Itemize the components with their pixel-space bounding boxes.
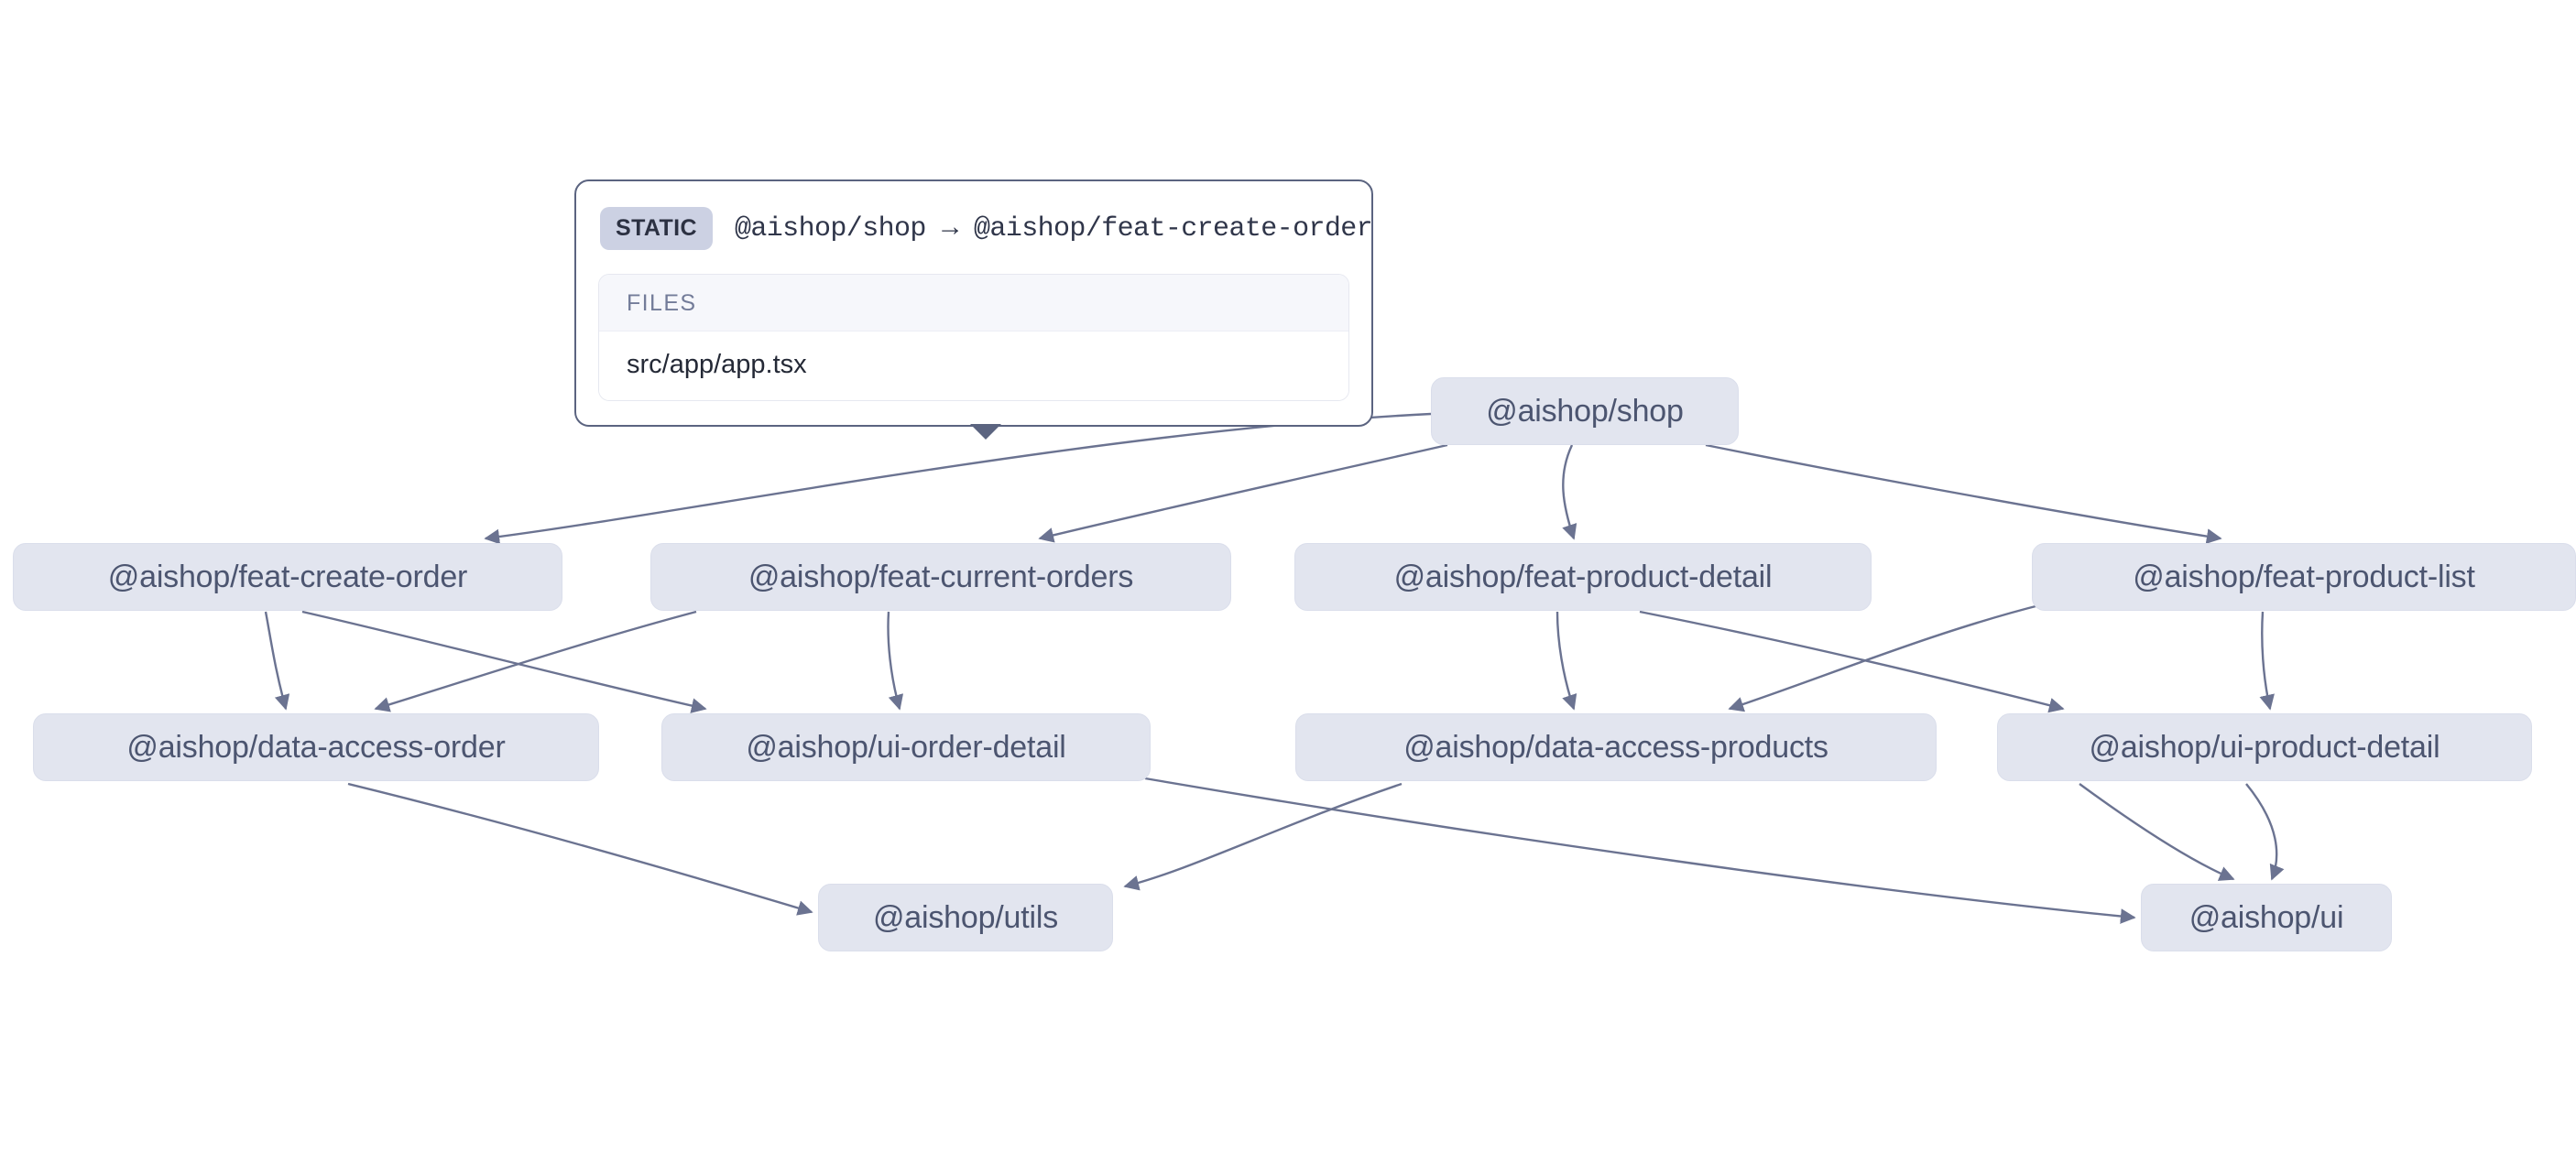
graph-node-label: @aishop/data-access-products [1403,729,1828,765]
files-panel: FILES src/app/app.tsx [598,274,1349,401]
edge-shop-to-feat-current-orders[interactable] [1038,443,1448,543]
edge-ui-order-detail-to-ui[interactable] [1144,777,2136,924]
edge-feat-create-order-to-data-access-order[interactable] [264,611,290,711]
files-list: src/app/app.tsx [599,332,1348,400]
graph-node-data-access-order[interactable]: @aishop/data-access-order [33,713,599,781]
tooltip-pointer-arrow-icon [970,424,1001,440]
graph-node-data-access-products[interactable]: @aishop/data-access-products [1295,713,1937,781]
files-section-header: FILES [599,275,1348,332]
graph-node-label: @aishop/ui-product-detail [2089,729,2440,765]
edge-feat-product-list-to-data-access-products[interactable] [1728,603,2044,712]
graph-node-feat-create-order[interactable]: @aishop/feat-create-order [13,543,562,611]
graph-node-label: @aishop/feat-create-order [107,559,468,594]
edge-shop-to-feat-product-list[interactable] [1705,443,2222,544]
graph-node-feat-product-detail[interactable]: @aishop/feat-product-detail [1294,543,1872,611]
edge-feat-current-orders-to-data-access-order[interactable] [374,610,697,712]
graph-node-ui[interactable]: @aishop/ui [2141,884,2392,951]
edge-shop-to-feat-product-detail[interactable] [1562,444,1577,540]
graph-node-label: @aishop/data-access-order [126,729,506,765]
edge-ui-product-detail-to-ui[interactable] [2079,783,2235,881]
file-row[interactable]: src/app/app.tsx [599,332,1348,400]
edge-label: @aishop/shop → @aishop/feat-create-order [734,212,1373,245]
graph-node-label: @aishop/feat-product-detail [1393,559,1773,594]
edge-shop-to-feat-create-order[interactable] [484,412,1432,545]
edge-feat-product-detail-to-ui-product-detail[interactable] [1639,610,2065,713]
graph-node-label: @aishop/feat-current-orders [748,559,1134,594]
graph-node-ui-product-detail[interactable]: @aishop/ui-product-detail [1997,713,2532,781]
edge-feat-product-list-to-ui-product-detail[interactable] [2259,611,2275,711]
graph-node-feat-product-list[interactable]: @aishop/feat-product-list [2032,543,2576,611]
graph-node-feat-current-orders[interactable]: @aishop/feat-current-orders [650,543,1231,611]
graph-node-label: @aishop/ui [2189,899,2344,935]
graph-node-label: @aishop/ui-order-detail [746,729,1066,765]
edge-ui-product-detail-to-ui-curve[interactable] [2245,783,2285,881]
graph-node-label: @aishop/utils [872,899,1058,935]
edge-tooltip-card[interactable]: STATIC @aishop/shop → @aishop/feat-creat… [574,179,1373,440]
edge-feat-current-orders-to-ui-order-detail[interactable] [887,611,904,711]
static-badge: STATIC [600,207,713,250]
tooltip-header: STATIC @aishop/shop → @aishop/feat-creat… [598,201,1373,254]
graph-node-shop[interactable]: @aishop/shop [1431,377,1739,445]
edge-data-access-products-to-utils[interactable] [1123,782,1403,891]
graph-node-label: @aishop/shop [1486,393,1684,429]
edge-data-access-order-to-utils[interactable] [347,782,813,916]
graph-node-utils[interactable]: @aishop/utils [818,884,1113,951]
edge-feat-product-detail-to-data-access-products[interactable] [1555,611,1577,711]
graph-node-label: @aishop/feat-product-list [2133,559,2475,594]
graph-node-ui-order-detail[interactable]: @aishop/ui-order-detail [661,713,1151,781]
edge-feat-create-order-to-ui-order-detail[interactable] [301,610,707,713]
